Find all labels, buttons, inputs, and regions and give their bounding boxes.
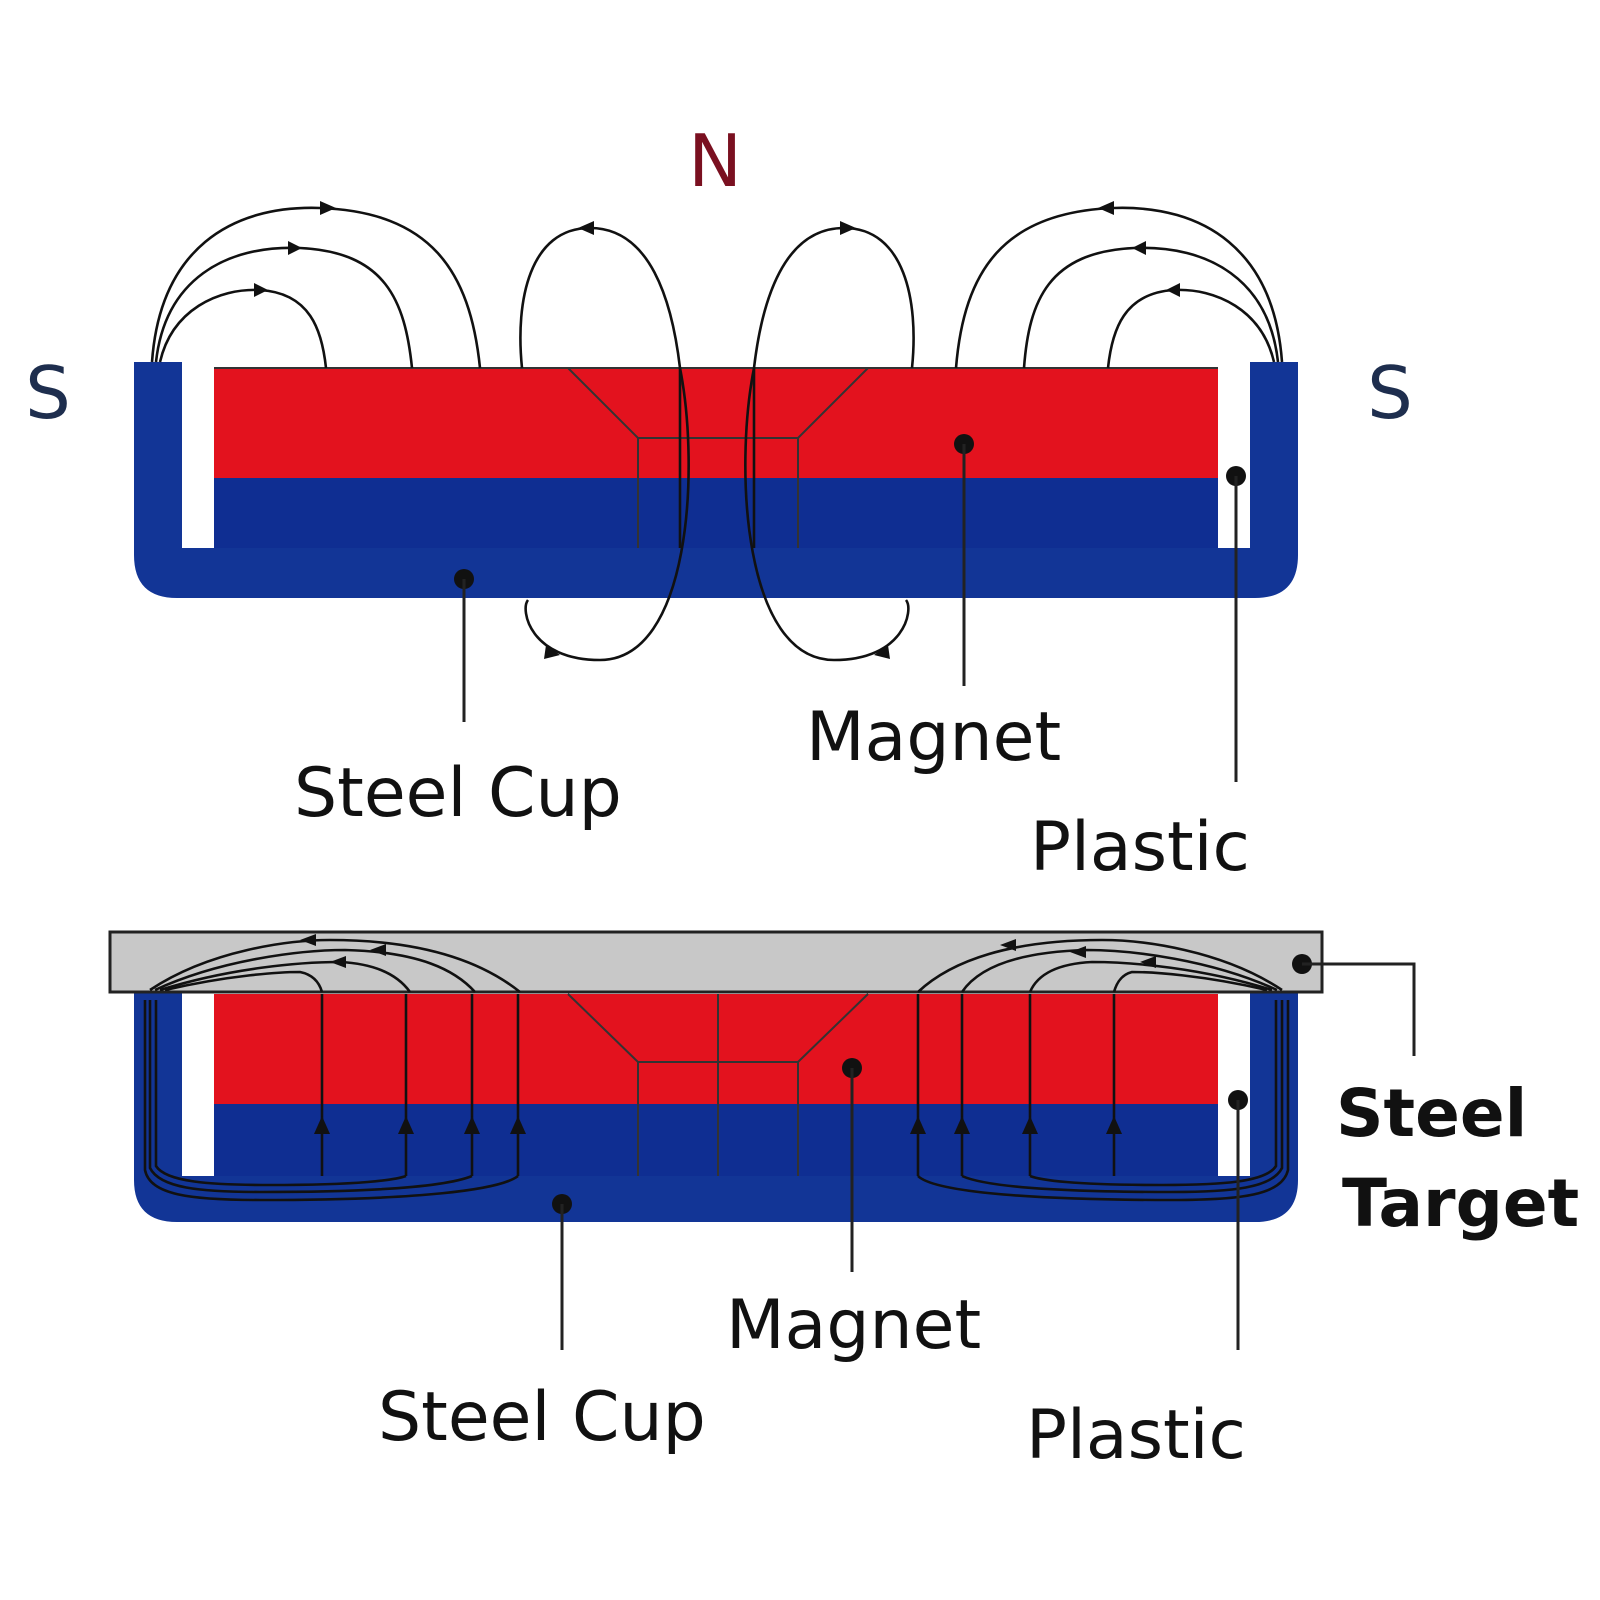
bottom-plastic-label: Plastic xyxy=(1026,1396,1246,1475)
top-magnet-label: Magnet xyxy=(806,698,1061,777)
bottom-magnet-south-half xyxy=(214,1104,1218,1176)
bottom-diagram: Steel Cup Magnet Plastic Steel Target xyxy=(108,930,1579,1475)
bottom-plastic-left xyxy=(182,994,214,1176)
south-pole-label-left: S xyxy=(25,351,71,435)
top-magnet-south-half xyxy=(214,478,1218,548)
bottom-plastic-right xyxy=(1218,994,1250,1176)
bottom-steel-cup-label: Steel Cup xyxy=(378,1378,706,1457)
north-pole-label: N xyxy=(688,119,742,203)
top-plastic-left xyxy=(182,368,214,548)
steel-target-label-line1: Steel xyxy=(1336,1075,1527,1152)
bottom-leaders xyxy=(552,954,1416,1350)
top-steel-cup-label: Steel Cup xyxy=(294,754,622,833)
top-steel-cup xyxy=(134,362,1298,598)
steel-target-label-line2: Target xyxy=(1342,1165,1579,1242)
top-plastic-label: Plastic xyxy=(1030,808,1250,887)
top-countersink-hole xyxy=(214,367,1218,548)
top-plastic-right xyxy=(1218,368,1250,548)
top-diagram: N S S xyxy=(25,119,1413,887)
bottom-magnet-label: Magnet xyxy=(726,1286,981,1365)
top-magnet-north-half xyxy=(214,368,1218,478)
bottom-countersink-hole xyxy=(567,993,869,1176)
bottom-magnet-north-half xyxy=(214,994,1218,1104)
top-leaders xyxy=(454,434,1246,782)
south-pole-label-right: S xyxy=(1367,351,1413,435)
top-field-lines xyxy=(150,201,1284,662)
bottom-field-lines xyxy=(143,934,1290,1202)
